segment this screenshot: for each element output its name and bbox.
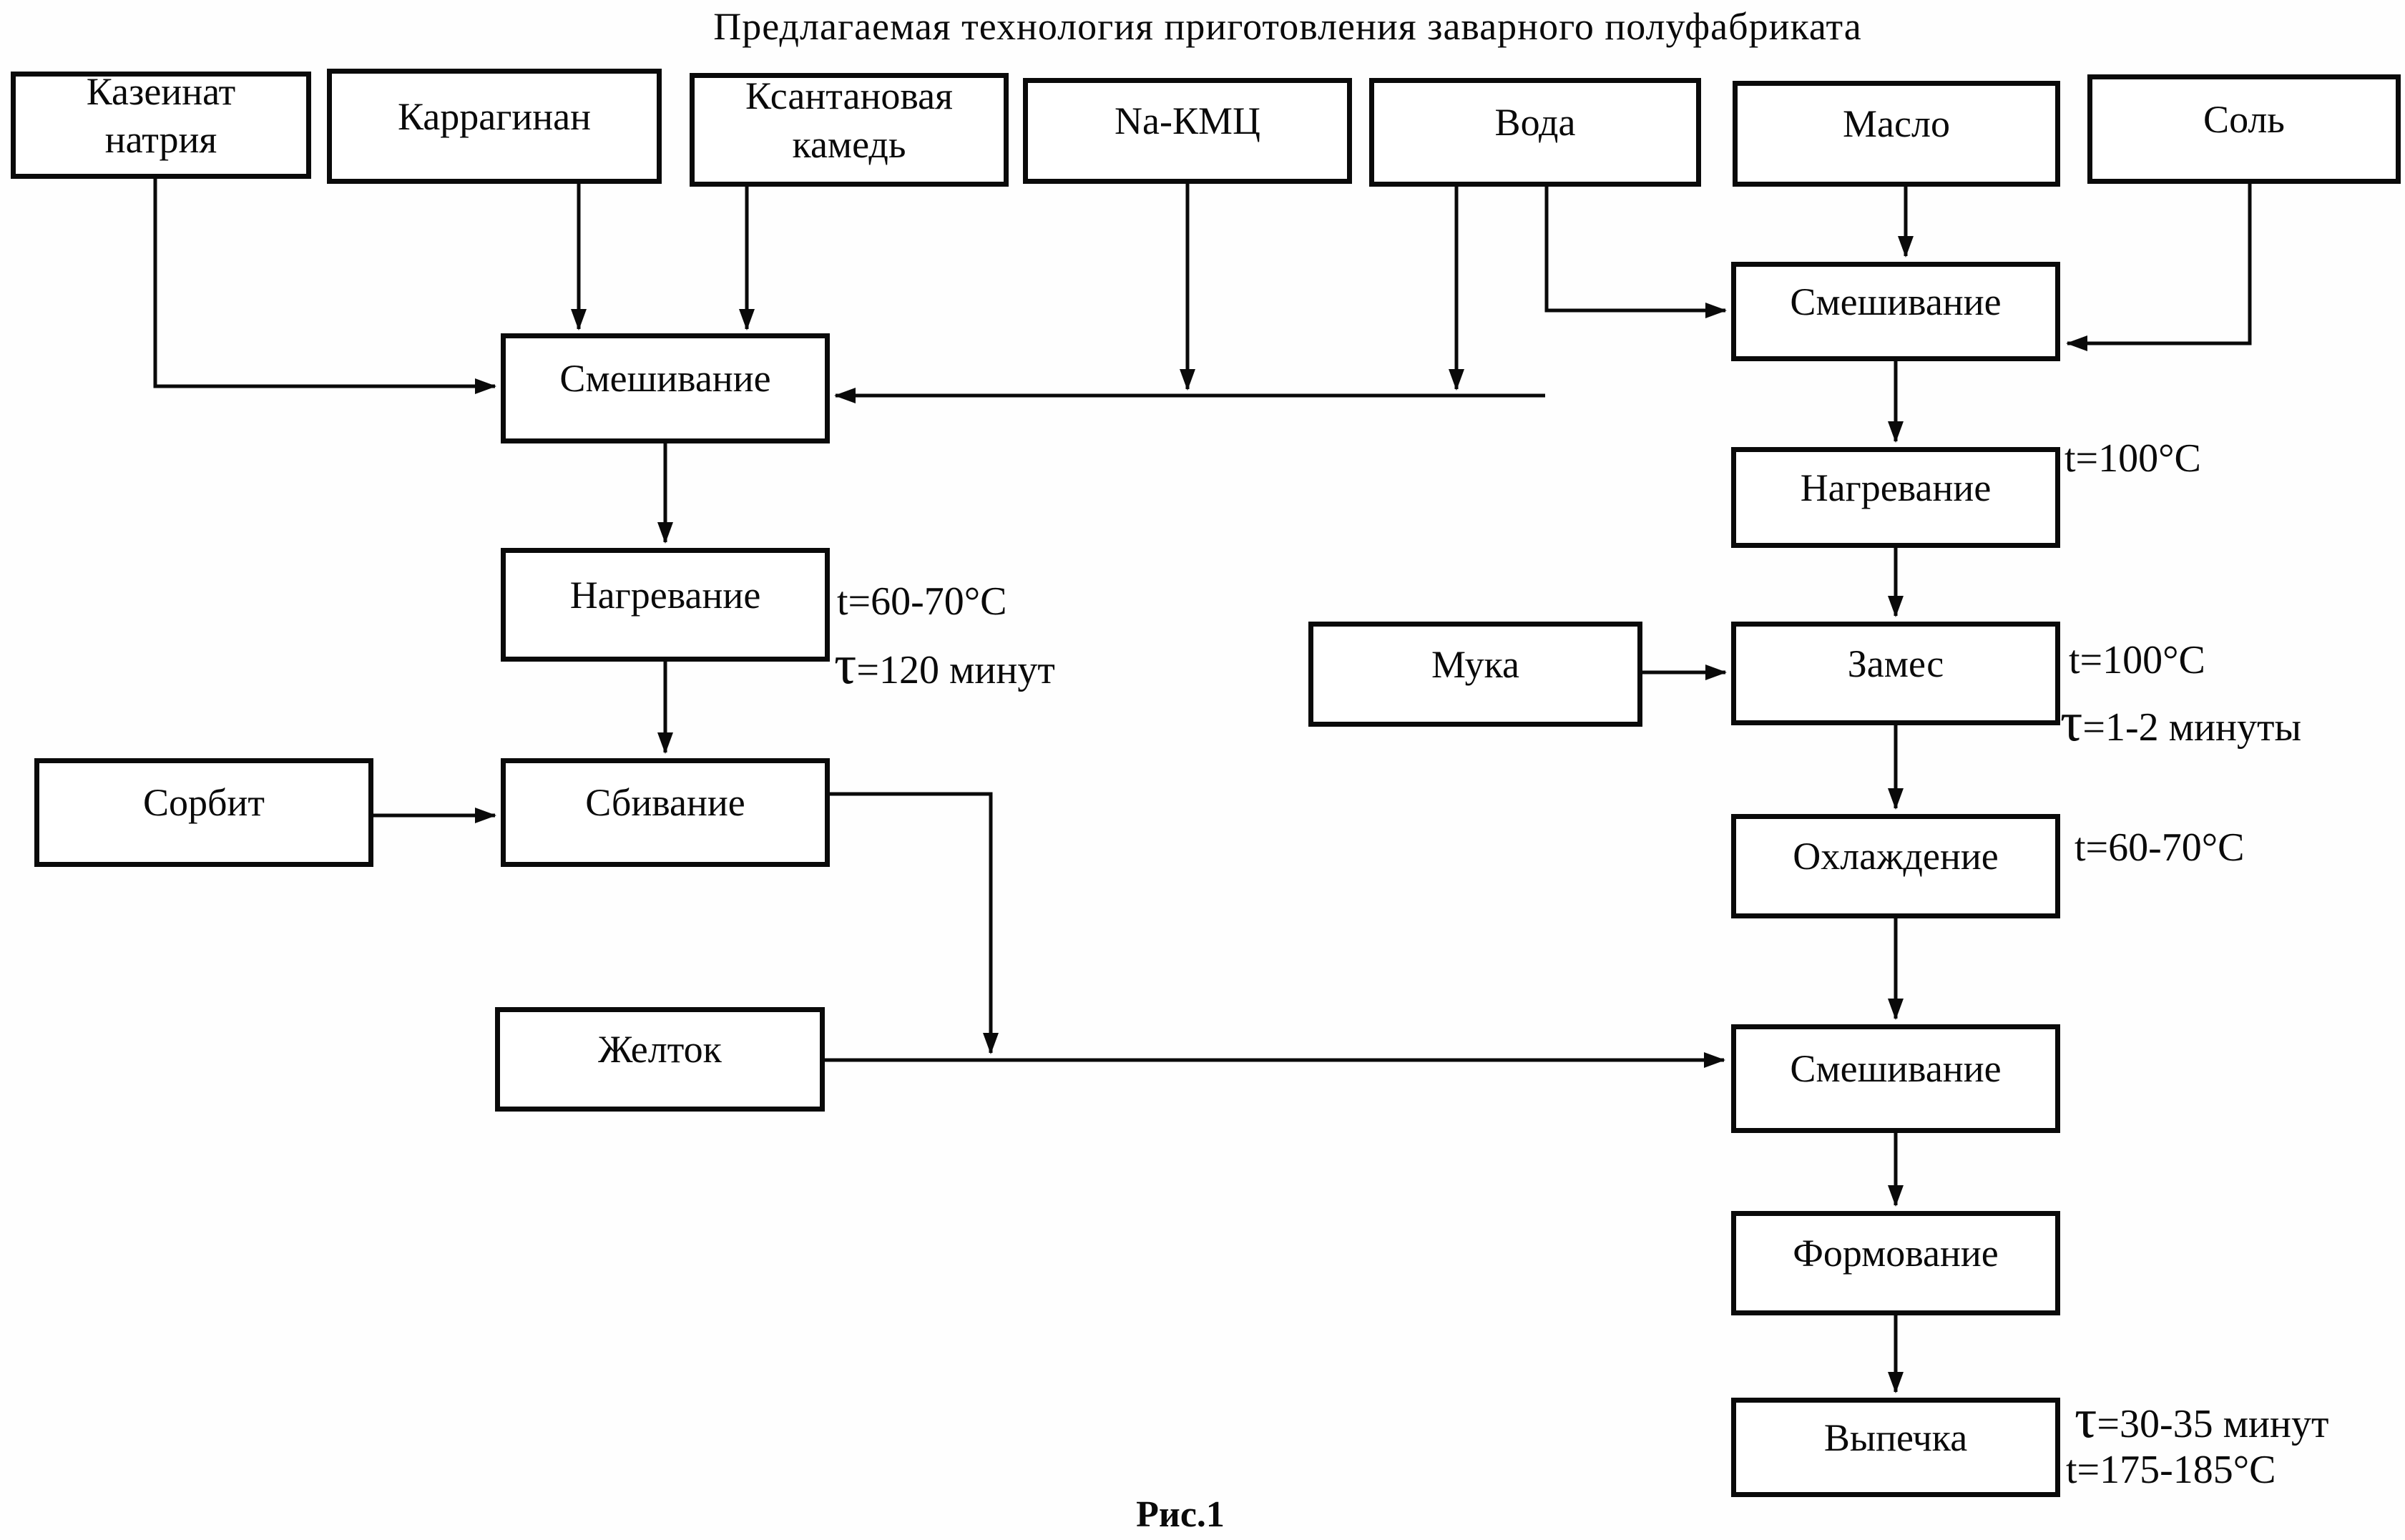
annotation-zames-time: τ=1-2 минуты xyxy=(2060,690,2302,752)
node-nagrevanie2: Нагревание xyxy=(1731,447,2060,548)
node-zames: Замес xyxy=(1731,622,2060,725)
node-zheltok: Желток xyxy=(495,1007,825,1112)
node-muka: Мука xyxy=(1308,622,1642,727)
node-maslo: Масло xyxy=(1733,81,2060,187)
connector-sol-smeshivanie2 xyxy=(2066,184,2252,351)
annotation-nagrevanie1-time: τ=120 минут xyxy=(834,633,1055,695)
node-sbivanie: Сбивание xyxy=(501,758,830,867)
node-sorbit: Сорбит xyxy=(34,758,373,867)
annotation-vypechka-time: τ=30-35 минут xyxy=(2075,1387,2329,1449)
node-ohlazhdenie: Охлаждение xyxy=(1731,814,2060,918)
annotation-ohlazhdenie-temp: t=60-70°C xyxy=(2075,825,2245,870)
figure-caption: Рис.1 xyxy=(1136,1494,1225,1535)
node-formovanie: Формование xyxy=(1731,1211,2060,1315)
node-vypechka: Выпечка xyxy=(1731,1398,2060,1497)
node-sol: Соль xyxy=(2087,74,2401,184)
node-smeshivanie2: Смешивание xyxy=(1731,262,2060,361)
node-karraginan: Каррагинан xyxy=(327,69,662,184)
node-nagrevanie1: Нагревание xyxy=(501,548,830,662)
annotation-nagrevanie2-temp: t=100°C xyxy=(2064,436,2201,481)
connector-voda-smeshivanie2 xyxy=(1544,187,1727,318)
node-nakmc: Na-КМЦ xyxy=(1023,78,1352,184)
connector-sbivanie-zheltok-line xyxy=(830,792,999,1054)
annotation-nagrevanie1-temp: t=60-70°C xyxy=(837,579,1007,624)
node-smeshivanie3: Смешивание xyxy=(1731,1024,2060,1133)
diagram-title: Предлагаемая технология приготовления за… xyxy=(713,5,1862,48)
annotation-vypechka-temp: t=175-185°C xyxy=(2066,1448,2276,1492)
connector-kazeinat-smeshivanie1 xyxy=(153,179,496,394)
annotation-zames-temp: t=100°C xyxy=(2069,638,2205,682)
node-smeshivanie1: Смешивание xyxy=(501,333,830,443)
node-kazeinat: Казеинат натрия xyxy=(11,70,311,179)
node-ksantan: Ксантановая камедь xyxy=(690,73,1009,187)
node-voda: Вода xyxy=(1369,78,1701,187)
